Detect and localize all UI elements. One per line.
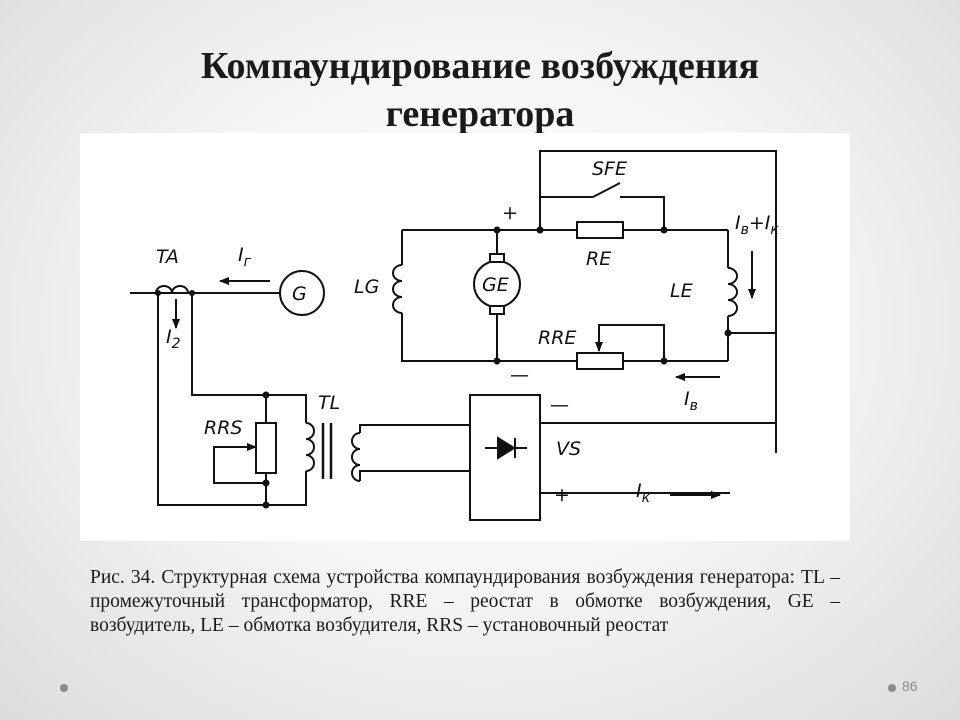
label-lg: LG <box>354 276 379 298</box>
label-ig: Iг <box>238 244 252 270</box>
generator-g <box>279 270 325 316</box>
label-rrs: RRS <box>204 417 242 439</box>
label-ik: Iк <box>636 480 651 506</box>
wire-tl-sec-bottom <box>359 470 470 481</box>
wire-tl-sec-top <box>359 424 470 433</box>
resistor-re <box>576 221 624 239</box>
label-re: RE <box>586 248 611 270</box>
label-le: LE <box>670 280 693 302</box>
coil-tl-primary <box>305 422 315 472</box>
resistor-rrs <box>255 422 277 474</box>
wire-tl-primary-bottom <box>266 471 307 506</box>
ge-brush-top <box>489 253 505 263</box>
figure-caption: Рис. 34. Структурная схема устройства ко… <box>90 567 840 636</box>
label-ib: Iв <box>684 388 698 414</box>
wire-ta-left <box>157 293 266 506</box>
slide-bullet-right <box>888 684 896 692</box>
page-number: 86 <box>902 678 918 694</box>
label-minus-vs: — <box>550 394 569 416</box>
label-vs: VS <box>556 438 581 460</box>
label-ib-ik: Iв+Iк <box>735 212 779 238</box>
circuit-schematic: TA Iг G I2 LG GE + SFE RE Iв+Iк LE RRE —… <box>130 150 779 521</box>
label-i2: I2 <box>166 326 181 352</box>
coil-le <box>727 267 738 317</box>
slide-title: Компаундирование возбуждения генератора <box>0 42 960 138</box>
circuit-diagram: TA Iг G I2 LG GE + SFE RE Iв+Iк LE RRE —… <box>80 133 850 541</box>
label-ge: GE <box>482 274 509 296</box>
diode-triangle <box>497 436 516 460</box>
coil-lg <box>392 264 403 314</box>
ge-brush-bottom <box>489 305 505 315</box>
wire-sfe-right <box>620 196 665 230</box>
wire-tl-primary-top <box>266 394 307 423</box>
label-ta: TA <box>156 246 179 268</box>
label-rre: RRE <box>538 327 576 349</box>
title-line-2: генератора <box>385 93 575 135</box>
label-tl: TL <box>318 392 340 414</box>
coil-ta <box>155 285 189 294</box>
vs-rectifier-box <box>469 394 541 521</box>
slide-bullet-left <box>60 684 68 692</box>
label-minus-left: — <box>510 364 529 386</box>
wire-sfe-left <box>539 196 593 230</box>
label-sfe: SFE <box>592 158 627 180</box>
coil-tl-secondary <box>351 432 361 482</box>
switch-sfe-blade <box>592 182 621 198</box>
label-plus-top: + <box>502 202 518 224</box>
title-line-1: Компаундирование возбуждения <box>200 45 760 87</box>
resistor-rre <box>576 352 624 370</box>
label-g: G <box>292 283 307 305</box>
wire-vs-return <box>540 422 777 453</box>
wire-outer-right <box>539 150 777 453</box>
label-plus-vs: + <box>554 484 570 506</box>
